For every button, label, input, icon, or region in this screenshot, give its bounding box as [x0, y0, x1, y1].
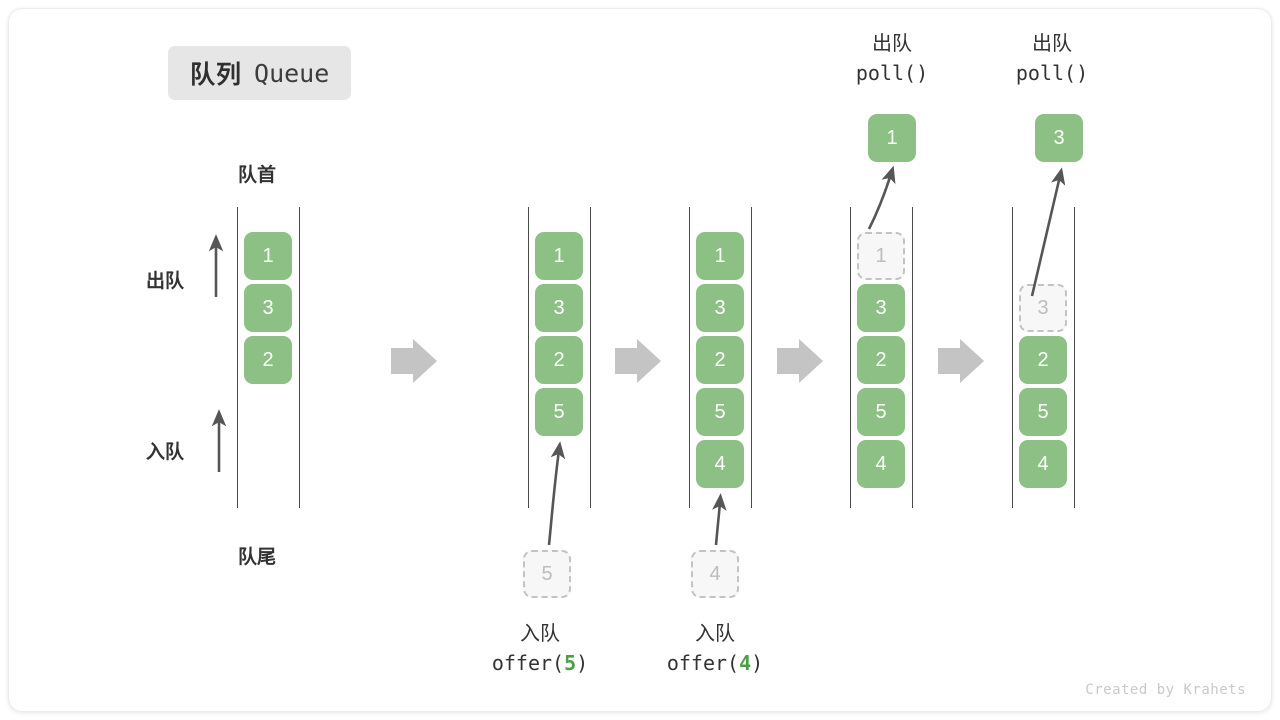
stage4-op-label: 出队 poll() — [802, 30, 982, 88]
stage4-rail-left — [850, 207, 851, 508]
stage2-incoming-cell: 5 — [523, 550, 571, 598]
stage1-rail-right — [299, 207, 300, 508]
stage3-rail-right — [751, 207, 752, 508]
stage4-popped-cell: 1 — [868, 114, 916, 162]
label-queue-rear: 队尾 — [238, 547, 277, 568]
stage3-cell-2: 2 — [696, 336, 744, 384]
stage2-cell-3: 5 — [535, 388, 583, 436]
label-dequeue-side: 出队 — [146, 271, 185, 292]
stage3-cell-4: 4 — [696, 440, 744, 488]
stage3-cell-0: 1 — [696, 232, 744, 280]
diagram-card — [8, 8, 1272, 712]
stage3-op-arg: 4 — [739, 651, 752, 675]
stage3-op-label: 入队 offer(4) — [615, 620, 815, 678]
diagram-title-en: Queue — [254, 58, 330, 88]
stage2-cell-0: 1 — [535, 232, 583, 280]
diagram-title-cn: 队列 — [190, 61, 243, 89]
credit-text: Created by Krahets — [1085, 682, 1246, 698]
stage4-cell-1: 3 — [857, 284, 905, 332]
stage3-op-code: offer(4) — [615, 649, 815, 678]
stage2-cell-1: 3 — [535, 284, 583, 332]
stage2-op-arg: 5 — [564, 651, 577, 675]
stage2-op-code: offer(5) — [440, 649, 640, 678]
diagram-title-badge: 队列 Queue — [168, 46, 352, 100]
stage4-op-code: poll() — [855, 61, 929, 85]
stage1-cell-1: 3 — [244, 284, 292, 332]
stage4-rail-right — [912, 207, 913, 508]
stage2-op-cn: 入队 — [520, 623, 560, 645]
stage2-op-fn: offer( — [491, 651, 565, 675]
stage2-op-fn-end: ) — [576, 651, 589, 675]
stage2-rail-right — [590, 207, 591, 508]
stage2-op-label: 入队 offer(5) — [440, 620, 640, 678]
stage4-cell-0-removed: 1 — [857, 232, 905, 280]
stage5-cell-1: 2 — [1019, 336, 1067, 384]
stage1-cell-0: 1 — [244, 232, 292, 280]
stage2-cell-2: 2 — [535, 336, 583, 384]
stage1-cell-2: 2 — [244, 336, 292, 384]
stage5-op-code: poll() — [1015, 61, 1089, 85]
stage3-op-cn: 入队 — [695, 623, 735, 645]
stage4-cell-4: 4 — [857, 440, 905, 488]
stage3-incoming-cell: 4 — [691, 550, 739, 598]
stage3-op-fn: offer( — [666, 651, 740, 675]
stage5-op-cn: 出队 — [1032, 33, 1072, 55]
stage4-op-cn: 出队 — [872, 33, 912, 55]
stage5-cell-0-removed: 3 — [1019, 284, 1067, 332]
stage4-cell-3: 5 — [857, 388, 905, 436]
stage3-rail-left — [689, 207, 690, 508]
stage1-rail-left — [237, 207, 238, 508]
stage5-rail-left — [1012, 207, 1013, 508]
label-enqueue-side: 入队 — [146, 442, 185, 463]
stage5-rail-right — [1074, 207, 1075, 508]
stage3-op-fn-end: ) — [751, 651, 764, 675]
stage3-cell-1: 3 — [696, 284, 744, 332]
stage4-cell-2: 2 — [857, 336, 905, 384]
stage5-cell-2: 5 — [1019, 388, 1067, 436]
stage5-op-label: 出队 poll() — [962, 30, 1142, 88]
label-queue-front: 队首 — [238, 165, 277, 186]
stage5-cell-3: 4 — [1019, 440, 1067, 488]
stage5-popped-cell: 3 — [1035, 114, 1083, 162]
stage3-cell-3: 5 — [696, 388, 744, 436]
stage2-rail-left — [528, 207, 529, 508]
